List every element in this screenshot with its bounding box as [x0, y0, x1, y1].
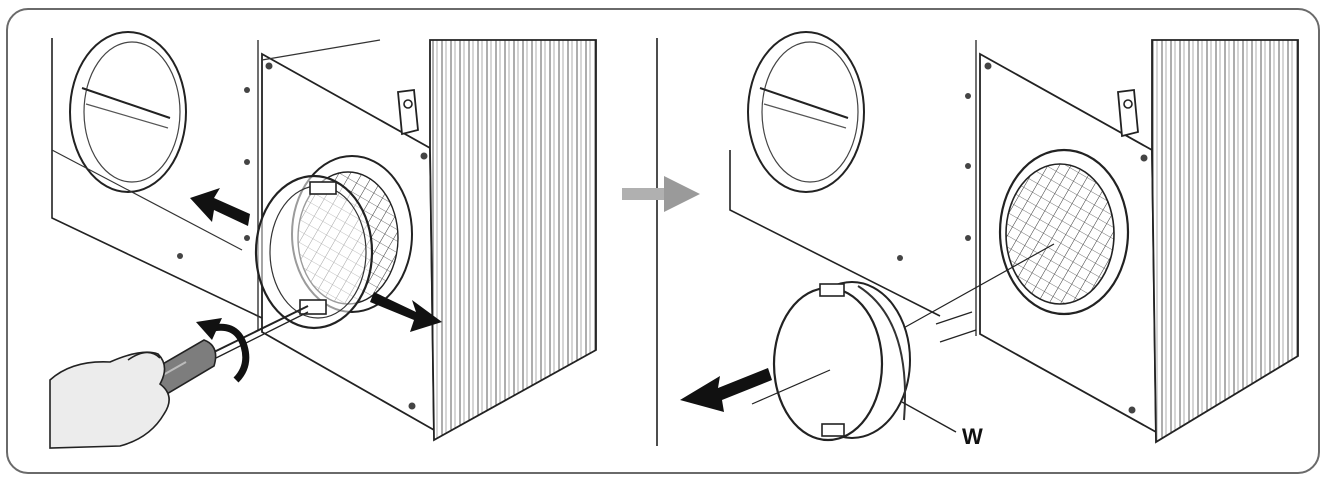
duct-ring — [254, 174, 374, 330]
push-arrow-icon — [370, 292, 442, 332]
cabinet-side-fins-2 — [1151, 39, 1299, 444]
callout-leader-w — [901, 401, 957, 433]
back-duct-opening — [69, 31, 187, 193]
mounting-bracket-2 — [1117, 88, 1139, 138]
back-duct-opening-2 — [747, 31, 865, 193]
back-plate-line — [51, 149, 243, 251]
cabinet-side-fins — [429, 39, 597, 442]
panel-step-1 — [49, 31, 597, 449]
step-arrow-icon — [622, 176, 700, 212]
exhaust-grille-2 — [998, 148, 1130, 316]
panel-step-2 — [680, 31, 1299, 444]
callout-label-w: W — [962, 424, 983, 449]
back-plate-edge — [51, 38, 263, 319]
removed-duct-ring-icon — [751, 281, 911, 442]
pull-arrow-icon — [190, 188, 250, 226]
pull-arrow-icon-2 — [680, 368, 772, 412]
mounting-bracket — [397, 88, 419, 136]
back-plate-edge-2 — [729, 150, 941, 317]
leader-line-grille — [899, 243, 1055, 331]
hand-icon — [49, 351, 170, 449]
rotate-arrow-icon — [196, 318, 250, 383]
